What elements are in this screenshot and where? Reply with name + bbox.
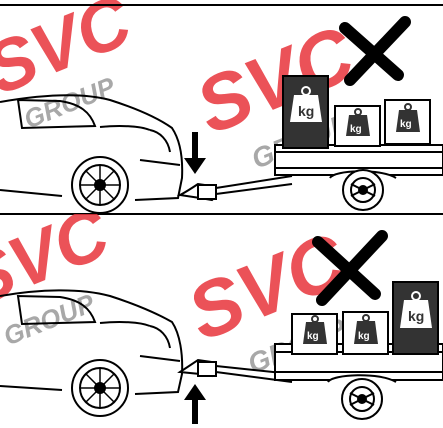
- weight-icon: kg: [292, 314, 337, 354]
- weight-label: kg: [298, 103, 314, 119]
- panel-bottom-illustration: SVC SVC GROUP GROUP: [0, 214, 443, 428]
- panel-top-illustration: SVC SVC GROUP GROUP: [0, 0, 443, 214]
- weight-icon: kg: [283, 76, 328, 148]
- cross-icon: [345, 22, 405, 80]
- weight-label: kg: [408, 308, 424, 324]
- hitch-top: [180, 176, 292, 200]
- up-arrow-icon: [184, 384, 206, 424]
- weight-icon: kg: [385, 100, 430, 144]
- panel-bottom-incorrect-loading: SVC SVC GROUP GROUP: [0, 214, 443, 428]
- trailer-icon: [275, 145, 443, 210]
- down-arrow-icon: [184, 132, 206, 174]
- weight-label: kg: [358, 331, 370, 342]
- weight-label: kg: [400, 119, 412, 130]
- panel-top-incorrect-loading: SVC SVC GROUP GROUP: [0, 0, 443, 214]
- weight-icon: kg: [343, 312, 388, 354]
- trailer-icon: [275, 344, 443, 419]
- weight-icon: kg: [393, 282, 438, 354]
- weight-icon: kg: [335, 106, 380, 146]
- weight-label: kg: [350, 124, 362, 135]
- weight-label: kg: [307, 331, 319, 342]
